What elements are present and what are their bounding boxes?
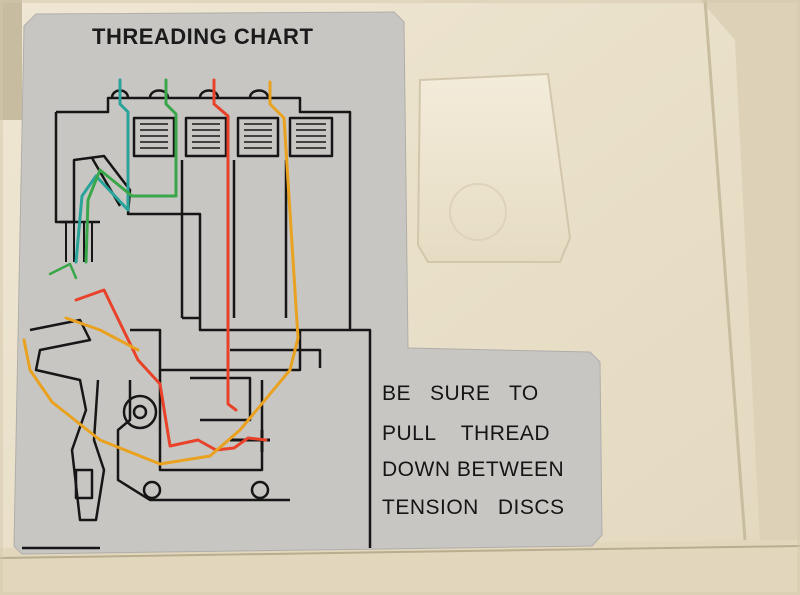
top-left-shadow	[0, 0, 22, 120]
note-line-1: BE SURE TO	[382, 382, 539, 405]
orange-thread	[22, 80, 300, 466]
green-thread	[84, 78, 178, 264]
bottom-ledge-edge	[0, 545, 800, 559]
tension-disc-icon	[132, 116, 334, 158]
teal-thread	[74, 78, 130, 264]
note-line-3: DOWN BETWEEN	[382, 458, 565, 481]
housing-rim-edge	[703, 0, 747, 541]
bottom-ledge	[0, 540, 800, 595]
note-line-4: TENSION DISCS	[382, 496, 565, 519]
chart-title: THREADING CHART	[92, 24, 314, 49]
red-thread	[212, 78, 238, 412]
note-line-2: PULL THREAD	[382, 422, 551, 445]
housing-rim-right	[700, 0, 800, 595]
thread-paths	[22, 78, 300, 466]
plug-cover	[416, 72, 572, 263]
